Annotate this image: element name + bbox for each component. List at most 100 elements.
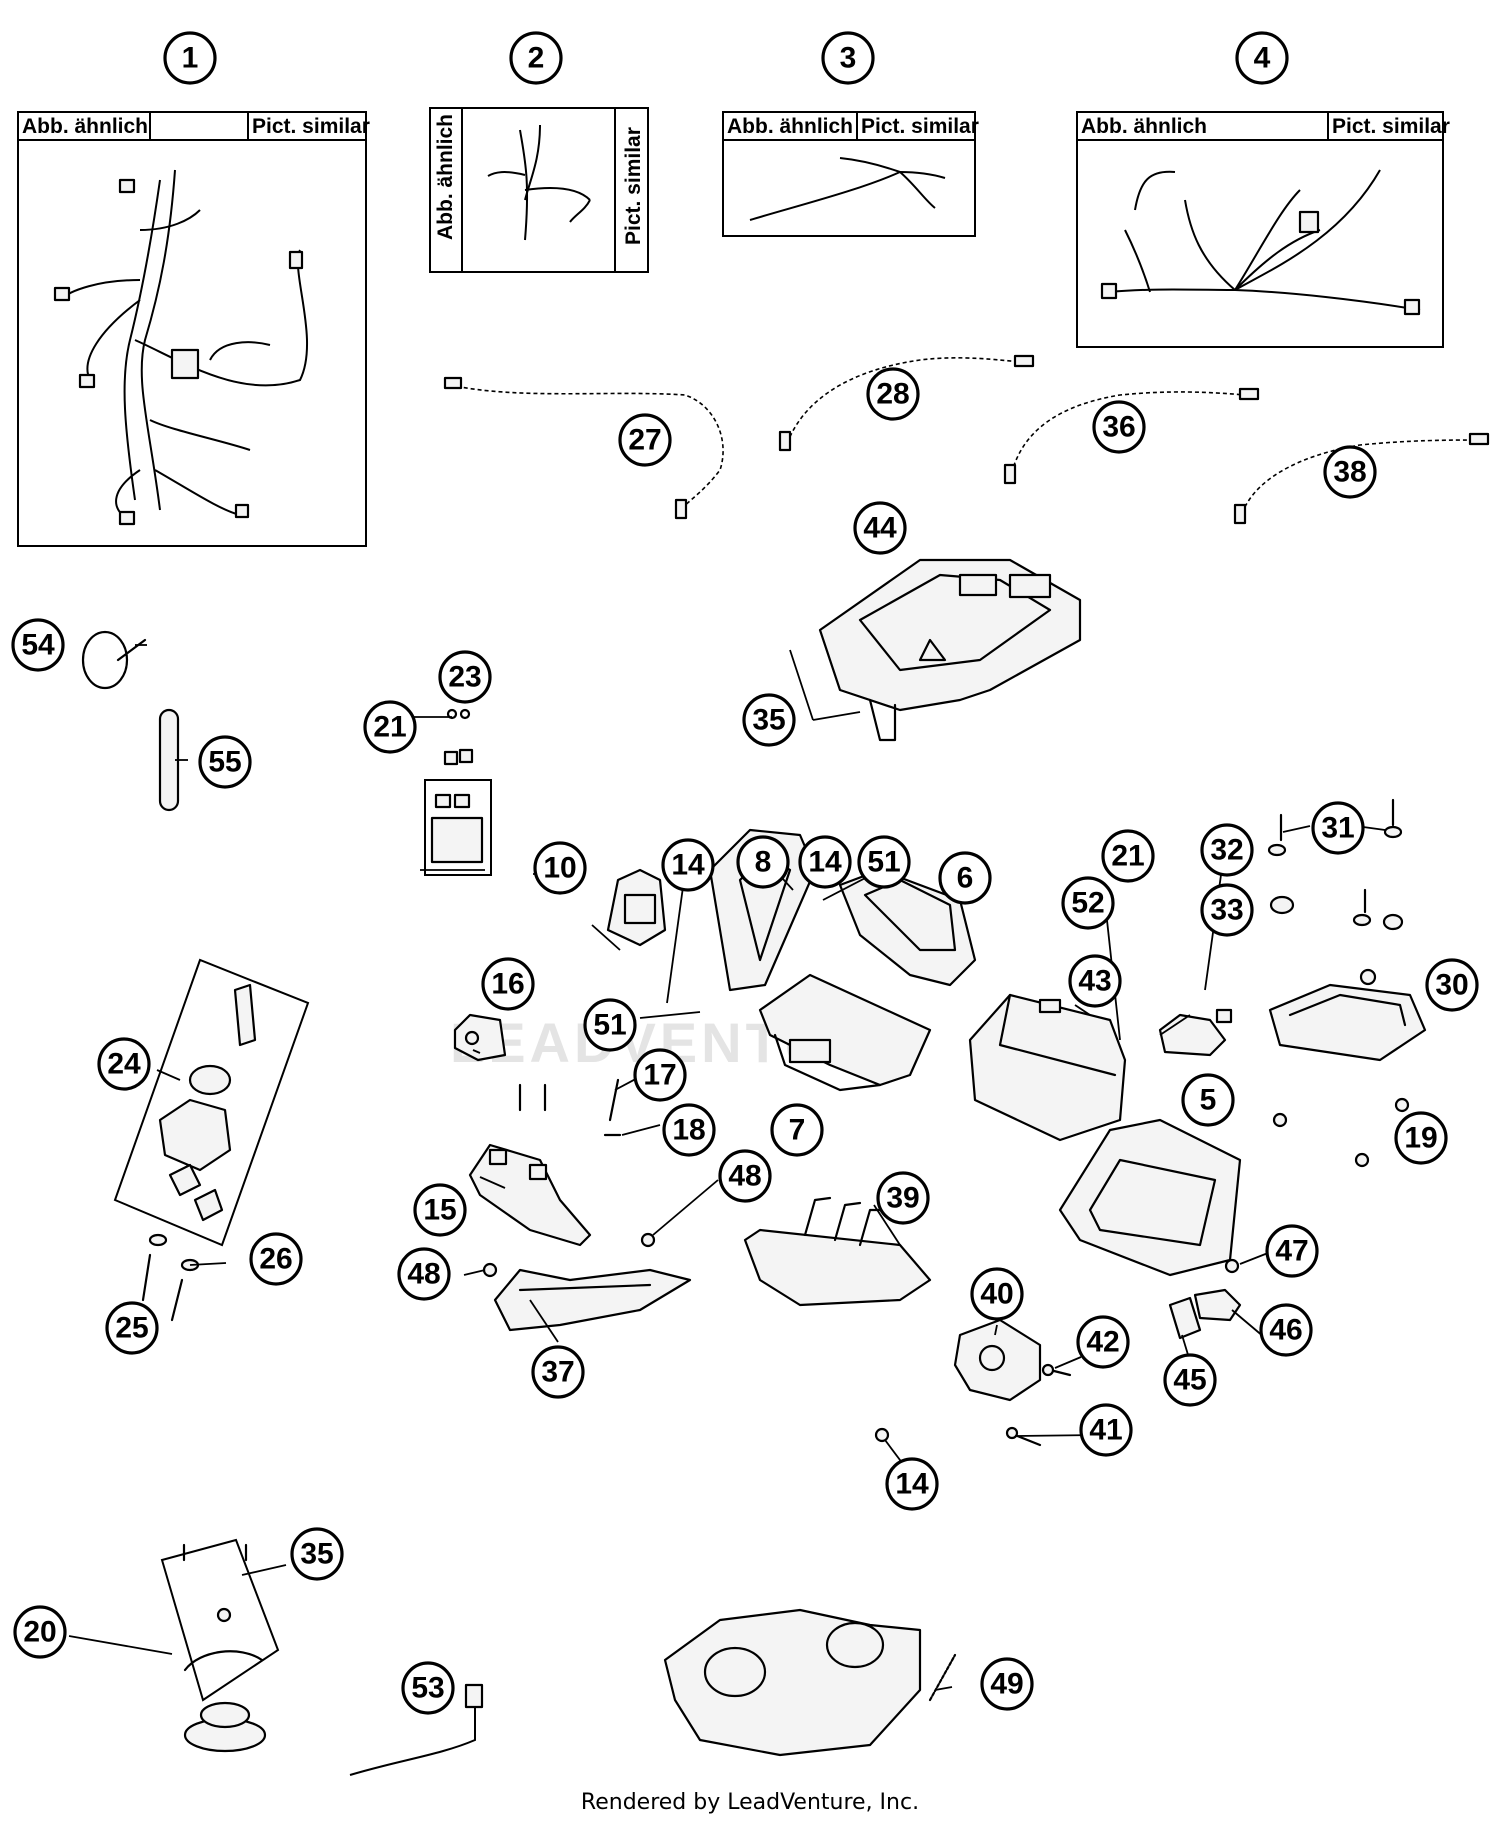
svg-text:43: 43 xyxy=(1078,965,1111,998)
svg-text:41: 41 xyxy=(1089,1414,1122,1447)
pict-label-en: Pict. similar xyxy=(1332,115,1450,138)
part-component-40 xyxy=(953,1318,1042,1402)
part-cable-tie-54 xyxy=(81,630,147,690)
part-wiring-harness-2 xyxy=(429,107,649,273)
callout: 42 xyxy=(1076,1315,1130,1369)
callout: 45 xyxy=(1163,1353,1217,1407)
callout: 37 xyxy=(531,1345,585,1399)
svg-text:31: 31 xyxy=(1321,812,1354,845)
callout: 47 xyxy=(1265,1224,1319,1278)
part-sensor-45 xyxy=(1168,1296,1202,1340)
svg-text:1: 1 xyxy=(182,42,199,75)
callout: 54 xyxy=(11,618,65,672)
svg-text:53: 53 xyxy=(411,1672,444,1705)
part-cover-37 xyxy=(493,1268,692,1332)
callout: 38 xyxy=(1323,445,1377,499)
callout: 1 xyxy=(163,31,217,85)
callout: 15 xyxy=(413,1183,467,1237)
part-fuses-21-23 xyxy=(443,708,474,766)
callout: 35 xyxy=(290,1527,344,1581)
pict-label-en: Pict. similar xyxy=(622,127,645,245)
svg-text:54: 54 xyxy=(21,629,55,662)
svg-text:15: 15 xyxy=(423,1194,456,1227)
callout: 5 xyxy=(1181,1073,1235,1127)
svg-text:51: 51 xyxy=(593,1009,626,1042)
part-bolts-41-42 xyxy=(1005,1363,1072,1447)
svg-text:39: 39 xyxy=(886,1182,919,1215)
svg-text:28: 28 xyxy=(876,378,909,411)
svg-text:51: 51 xyxy=(867,846,900,879)
part-holder-39 xyxy=(743,1196,932,1307)
callout: 44 xyxy=(853,501,907,555)
part-screw-47 xyxy=(1224,1258,1240,1274)
svg-text:7: 7 xyxy=(789,1114,806,1147)
part-screw-14-lower xyxy=(874,1427,890,1443)
callout: 14 xyxy=(798,835,852,889)
callout: 52 xyxy=(1061,876,1115,930)
callout: 23 xyxy=(438,650,492,704)
svg-text:37: 37 xyxy=(541,1356,574,1389)
svg-text:52: 52 xyxy=(1071,887,1104,920)
part-wiring-harness-4 xyxy=(1076,111,1444,348)
part-ecu-7 xyxy=(758,973,932,1092)
callout: 48 xyxy=(397,1247,451,1301)
svg-text:38: 38 xyxy=(1333,456,1366,489)
part-relay-52 xyxy=(1158,1008,1233,1057)
pict-label-de: Abb. ähnlich xyxy=(727,115,853,138)
part-connector-holder-15 xyxy=(468,1143,592,1247)
part-cable-53 xyxy=(349,1683,484,1776)
callout: 49 xyxy=(980,1657,1034,1711)
callout: 21 xyxy=(363,700,417,754)
callout: 6 xyxy=(938,851,992,905)
svg-text:26: 26 xyxy=(259,1243,292,1276)
pict-label-en: Pict. similar xyxy=(861,115,979,138)
pict-label-en: Pict. similar xyxy=(252,115,370,138)
svg-text:16: 16 xyxy=(491,968,524,1001)
callout: 35 xyxy=(742,693,796,747)
svg-text:49: 49 xyxy=(990,1668,1023,1701)
svg-text:55: 55 xyxy=(208,746,241,779)
callout: 4 xyxy=(1235,31,1289,85)
part-control-unit-30 xyxy=(1268,968,1427,1062)
callout: 7 xyxy=(770,1103,824,1157)
svg-text:36: 36 xyxy=(1102,411,1135,444)
part-bracket-46 xyxy=(1193,1288,1242,1322)
callout: 33 xyxy=(1200,883,1254,937)
callout: 18 xyxy=(662,1103,716,1157)
svg-text:6: 6 xyxy=(957,862,974,895)
part-ignition-lock-24 xyxy=(113,958,310,1247)
svg-text:4: 4 xyxy=(1254,42,1271,75)
svg-text:3: 3 xyxy=(840,42,857,75)
svg-text:19: 19 xyxy=(1404,1122,1437,1155)
callout: 14 xyxy=(885,1457,939,1511)
svg-text:27: 27 xyxy=(628,424,661,457)
callout: 31 xyxy=(1311,801,1365,855)
svg-text:24: 24 xyxy=(107,1048,141,1081)
callout: 14 xyxy=(661,838,715,892)
svg-text:42: 42 xyxy=(1086,1326,1119,1359)
svg-text:8: 8 xyxy=(755,846,772,879)
pict-label-de: Abb. ähnlich xyxy=(1081,115,1207,138)
svg-text:30: 30 xyxy=(1435,969,1468,1002)
callout: 51 xyxy=(583,998,637,1052)
part-sensor-16 xyxy=(453,1013,507,1062)
callout: 43 xyxy=(1068,954,1122,1008)
callout: 20 xyxy=(13,1605,67,1659)
svg-text:35: 35 xyxy=(300,1538,333,1571)
pict-label-de: Abb. ähnlich xyxy=(434,114,457,240)
callout: 40 xyxy=(970,1267,1024,1321)
callout: 25 xyxy=(105,1301,159,1355)
callout: 53 xyxy=(401,1661,455,1715)
svg-text:48: 48 xyxy=(407,1258,440,1291)
svg-text:46: 46 xyxy=(1269,1314,1302,1347)
part-screws-31-33 xyxy=(1267,798,1404,931)
part-bolts-25-26 xyxy=(141,1233,200,1322)
part-battery-43 xyxy=(968,993,1127,1142)
pict-label-de: Abb. ähnlich xyxy=(22,115,148,138)
svg-text:2: 2 xyxy=(528,42,545,75)
svg-text:14: 14 xyxy=(671,849,705,882)
part-horn-20 xyxy=(160,1538,280,1753)
callout: 48 xyxy=(718,1149,772,1203)
callout: 51 xyxy=(857,835,911,889)
